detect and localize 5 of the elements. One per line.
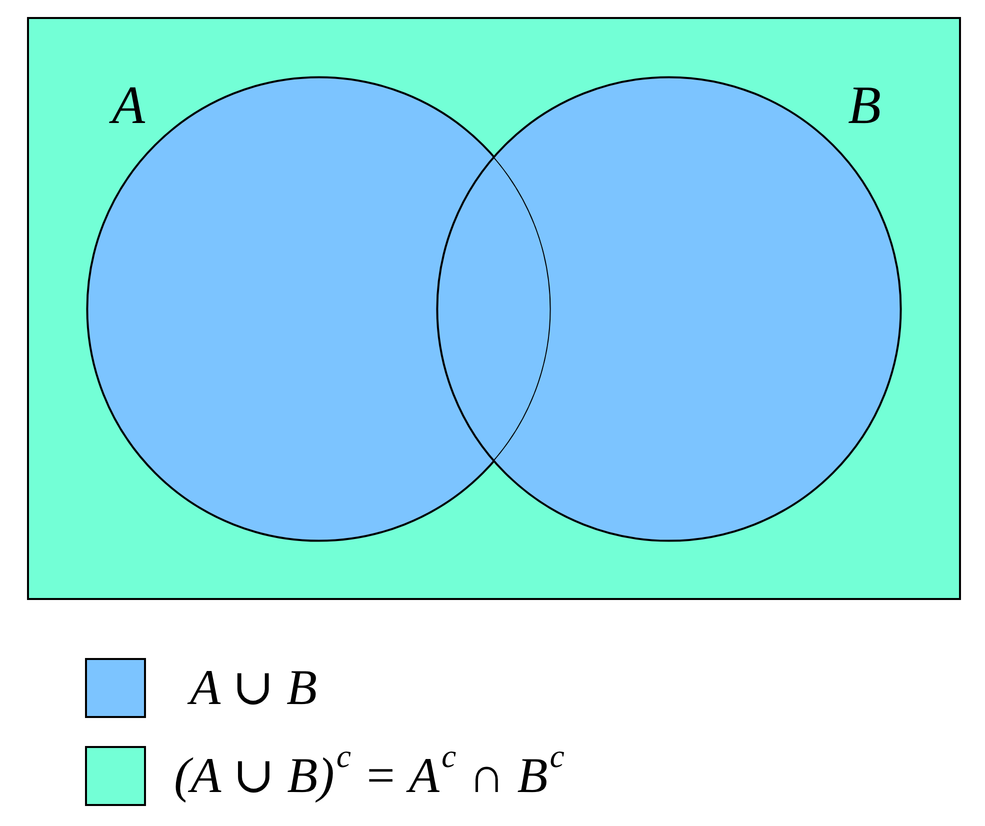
set-label: B xyxy=(848,78,881,132)
universe-rectangle xyxy=(27,17,961,600)
set-circle xyxy=(86,76,552,542)
set-circle xyxy=(436,76,902,542)
legend-label: (A ∪ B)$^{c}$ = A$^{c}$ ∩ B$^{c}$ xyxy=(174,750,564,800)
